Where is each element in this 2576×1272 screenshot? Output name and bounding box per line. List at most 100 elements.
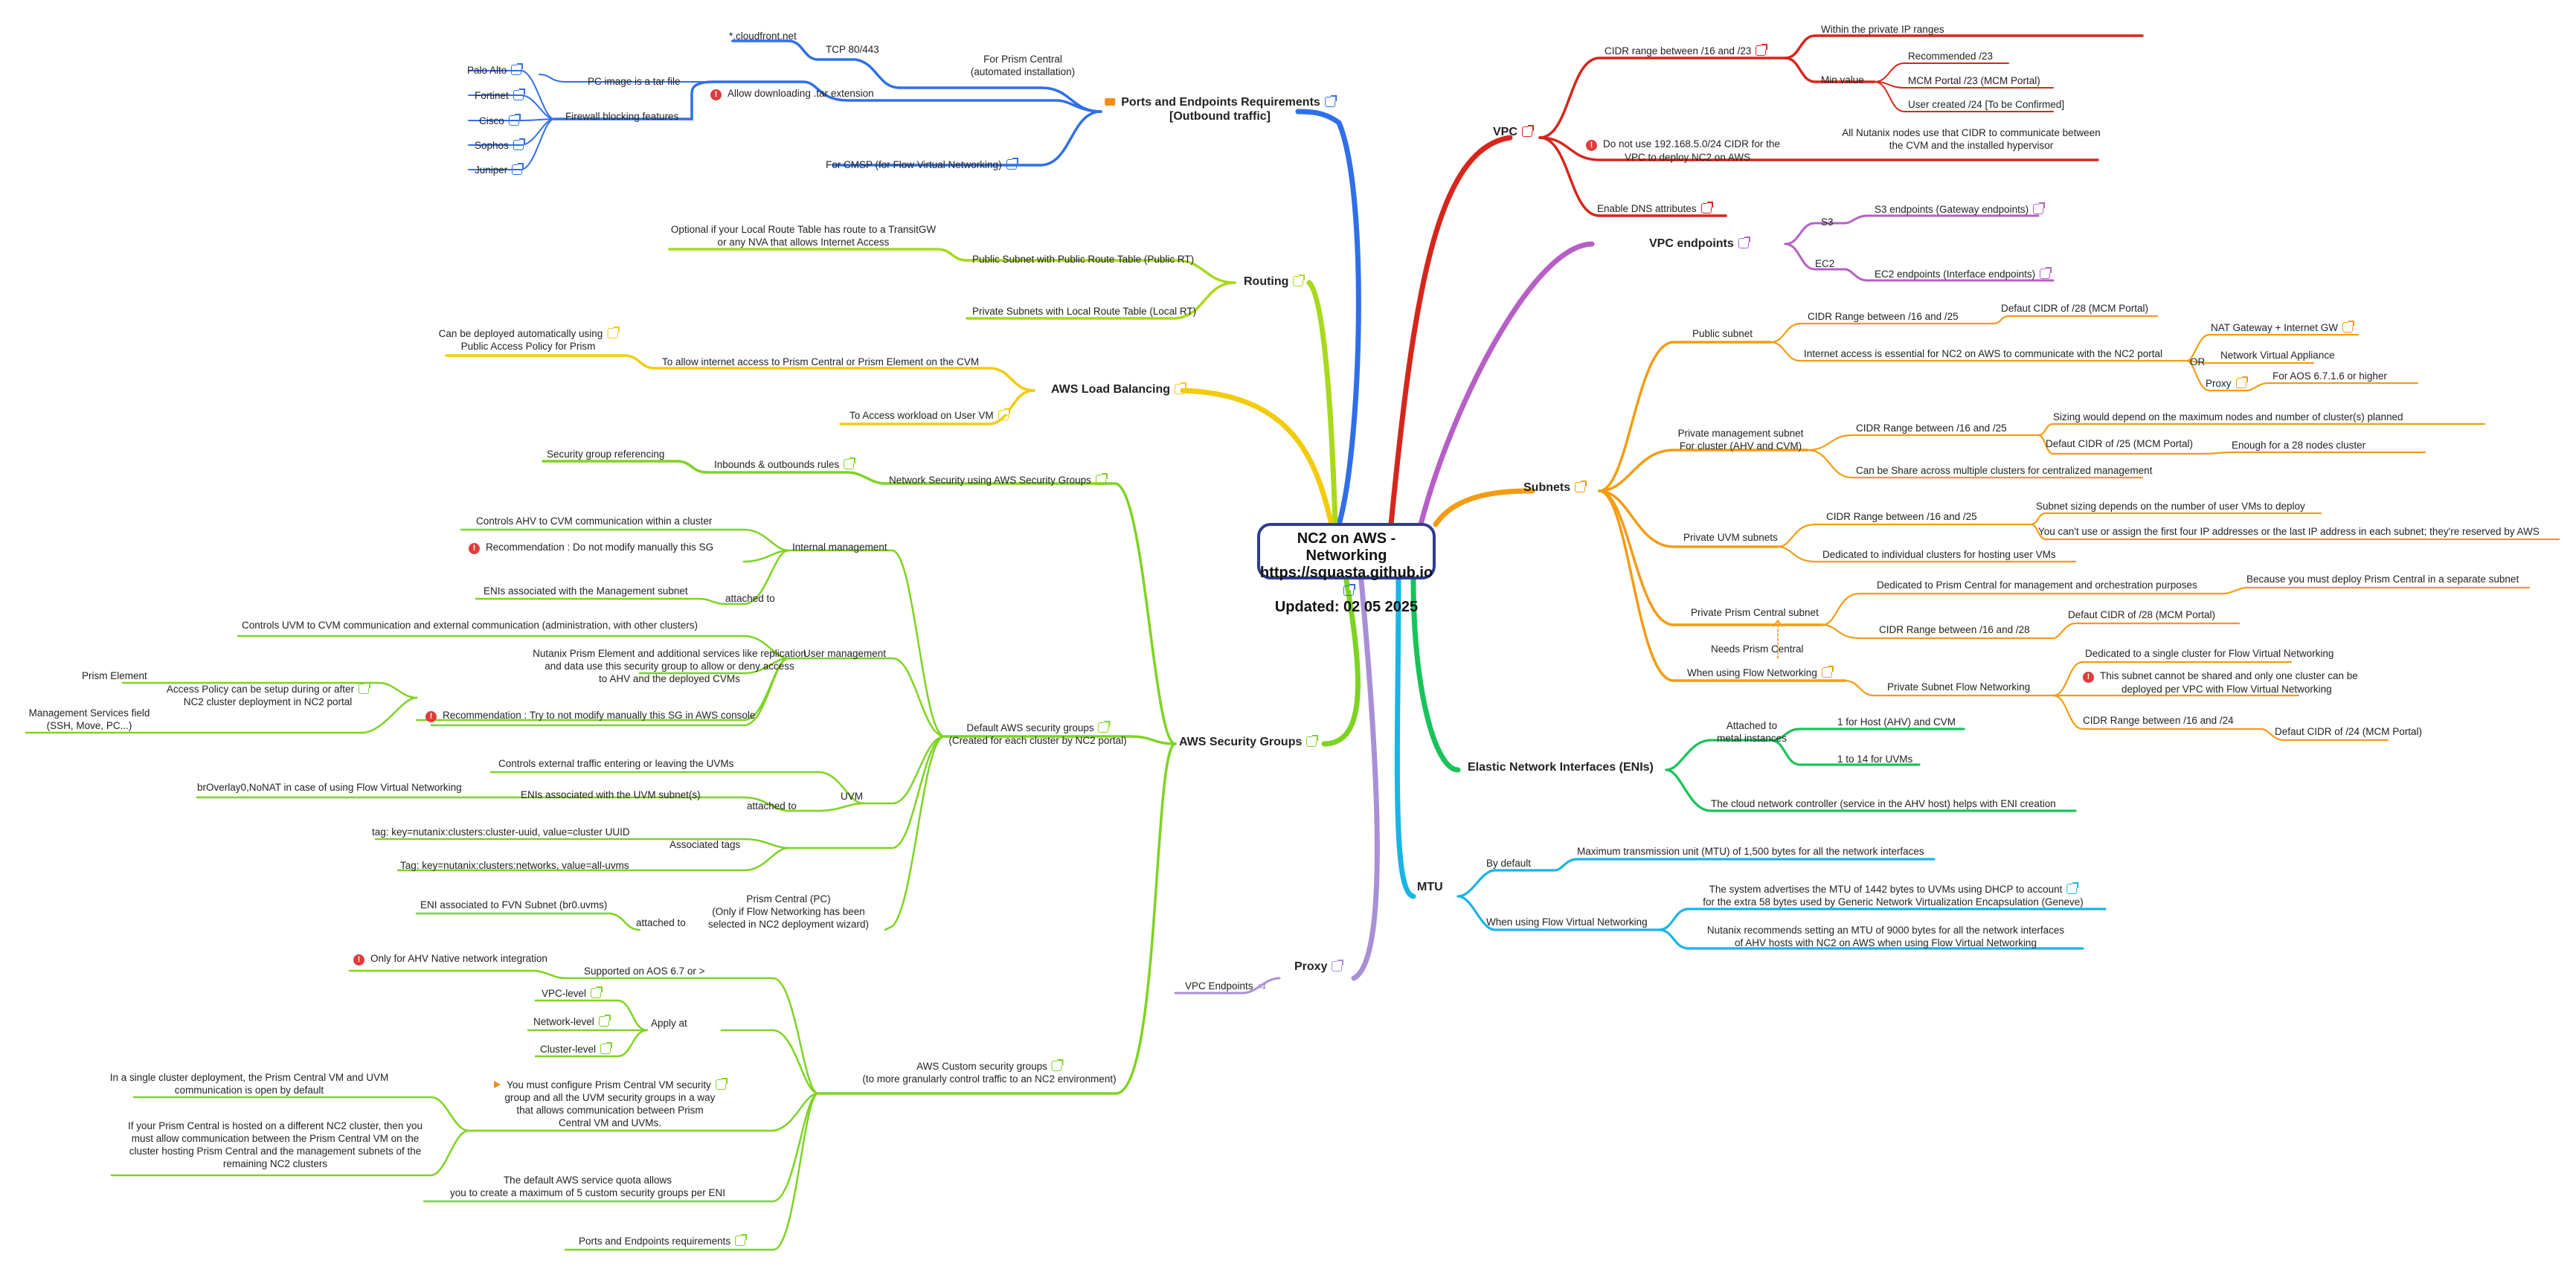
level-cluster[interactable]: Cluster-level bbox=[540, 1042, 613, 1056]
link-icon[interactable] bbox=[998, 408, 1010, 420]
ports-cmsp[interactable]: For CMSP (for Flow Virtual Networking) bbox=[826, 158, 1018, 171]
subnets-flow[interactable]: When using Flow Networking bbox=[1687, 666, 1834, 679]
link-icon[interactable] bbox=[512, 163, 524, 175]
link-icon[interactable] bbox=[2235, 376, 2248, 388]
link-icon[interactable] bbox=[735, 1234, 748, 1246]
vendor-fortinet[interactable]: Fortinet bbox=[475, 89, 525, 102]
link-icon[interactable] bbox=[600, 1042, 613, 1054]
vpc-node[interactable]: VPC bbox=[1493, 125, 1534, 139]
link-icon[interactable] bbox=[1175, 382, 1187, 394]
routing-node[interactable]: Routing bbox=[1244, 274, 1305, 289]
pm-sizing: Sizing would depend on the maximum nodes… bbox=[2053, 411, 2403, 423]
proxy-endpoints[interactable]: VPC Endpoints⇉ bbox=[1185, 980, 1266, 992]
vpce-s3gw[interactable]: S3 endpoints (Gateway endpoints) bbox=[1875, 202, 2046, 216]
vendor-palo-alto[interactable]: Palo Alto bbox=[467, 63, 524, 77]
link-icon[interactable] bbox=[1575, 481, 1587, 492]
sg-user-mgmt: User management bbox=[803, 648, 887, 659]
link-icon[interactable] bbox=[2342, 321, 2354, 333]
link-icon[interactable] bbox=[1521, 125, 1534, 137]
ports-node[interactable]: Ports and Endpoints Requirements[Outboun… bbox=[1105, 95, 1337, 123]
link-icon[interactable] bbox=[1051, 1059, 1064, 1071]
subnets-node[interactable]: Subnets bbox=[1523, 481, 1587, 495]
link-icon[interactable] bbox=[607, 327, 620, 338]
sg-ports[interactable]: Ports and Endpoints requirements bbox=[579, 1234, 748, 1247]
link-icon[interactable] bbox=[844, 457, 856, 469]
ppc-ded: Dedicated to Prism Central for managemen… bbox=[1877, 579, 2197, 591]
uvm-reserved: You can't use or assign the first four I… bbox=[2038, 526, 2540, 537]
sg-access[interactable]: Access Policy can be setup during or aft… bbox=[167, 682, 371, 708]
link-icon[interactable] bbox=[591, 986, 603, 998]
mtu-default: By default bbox=[1486, 858, 1532, 869]
vpc-cidr[interactable]: CIDR range between /16 and /23 bbox=[1605, 44, 1768, 57]
root-updated: Updated: 02 05 2025 bbox=[1274, 599, 1419, 615]
link-icon[interactable] bbox=[359, 682, 371, 694]
level-vpc[interactable]: VPC-level bbox=[542, 986, 603, 1000]
link-icon[interactable] bbox=[1293, 274, 1305, 286]
link-icon[interactable] bbox=[2066, 882, 2079, 894]
uvm-ded: Dedicated to individual clusters for hos… bbox=[1822, 549, 2056, 560]
subnets-ppc: Private Prism Central subnet bbox=[1691, 607, 1819, 618]
link-icon[interactable] bbox=[508, 114, 521, 126]
root-url[interactable]: https://squasta.github.io bbox=[1260, 565, 1433, 599]
uvm-cidr: CIDR Range between /16 and /25 bbox=[1826, 511, 1977, 522]
vpce-node[interactable]: VPC endpoints bbox=[1649, 237, 1750, 251]
link-icon[interactable] bbox=[1738, 237, 1750, 248]
link-icon[interactable] bbox=[2040, 267, 2052, 279]
lb-internet: To allow internet access to Prism Centra… bbox=[662, 356, 980, 367]
link-icon[interactable] bbox=[1756, 44, 1768, 56]
vendor-sophos[interactable]: Sophos bbox=[475, 138, 525, 152]
link-icon[interactable] bbox=[1095, 473, 1108, 485]
link-icon[interactable] bbox=[2033, 202, 2046, 214]
sg-must[interactable]: You must configure Prism Central VM secu… bbox=[494, 1078, 727, 1129]
pub-internet: Internet access is essential for NC2 on … bbox=[1804, 348, 2162, 359]
warning-icon: ! bbox=[353, 954, 364, 966]
level-network[interactable]: Network-level bbox=[533, 1015, 611, 1028]
link-icon[interactable] bbox=[1700, 202, 1713, 213]
pub-nat[interactable]: NAT Gateway + Internet GW bbox=[2211, 321, 2354, 334]
link-icon[interactable] bbox=[1332, 960, 1344, 971]
vpc-dns[interactable]: Enable DNS attributes bbox=[1597, 202, 1713, 215]
link-icon[interactable] bbox=[1006, 158, 1018, 170]
link-icon[interactable] bbox=[1306, 735, 1319, 747]
mtu-adv[interactable]: The system advertises the MTU of 1442 by… bbox=[1703, 882, 2084, 908]
pub-aos: For AOS 6.7.1.6 or higher bbox=[2273, 370, 2387, 382]
routing-public: Public Subnet with Public Route Table (P… bbox=[972, 254, 1195, 265]
eni-uvms: 1 to 14 for UVMs bbox=[1837, 754, 1913, 765]
eni-one: 1 for Host (AHV) and CVM bbox=[1837, 716, 1956, 727]
sg-nsg[interactable]: Network Security using AWS Security Grou… bbox=[889, 473, 1108, 486]
root-node[interactable]: NC2 on AWS - Networking https://squasta.… bbox=[1257, 523, 1436, 615]
link-icon[interactable] bbox=[1821, 666, 1834, 678]
warning-icon: ! bbox=[710, 89, 722, 100]
lb-workload[interactable]: To Access workload on User VM bbox=[849, 408, 1010, 422]
sg-node[interactable]: AWS Security Groups bbox=[1179, 735, 1319, 749]
vpce-ec2if[interactable]: EC2 endpoints (Interface endpoints) bbox=[1875, 267, 2052, 280]
vendor-cisco[interactable]: Cisco bbox=[479, 114, 521, 127]
sg-custom[interactable]: AWS Custom security groups(to more granu… bbox=[862, 1059, 1117, 1085]
link-icon[interactable] bbox=[1343, 584, 1355, 596]
link-icon[interactable] bbox=[513, 89, 525, 100]
lb-node[interactable]: AWS Load Balancing bbox=[1051, 382, 1187, 396]
link-icon[interactable] bbox=[513, 138, 525, 150]
link-icon[interactable] bbox=[598, 1015, 611, 1027]
sg-default[interactable]: Default AWS security groups(Created for … bbox=[948, 721, 1127, 746]
vendor-juniper[interactable]: Juniper bbox=[475, 163, 524, 176]
link-icon[interactable] bbox=[1098, 721, 1111, 733]
ports-allow-tar: !Allow downloading .tar extension bbox=[710, 87, 874, 100]
link-icon[interactable] bbox=[715, 1078, 727, 1090]
sg-inout[interactable]: Inbounds & outbounds rules bbox=[714, 457, 856, 471]
sg-ahv-cvm: Controls AHV to CVM communication within… bbox=[476, 515, 713, 527]
psfn-warn: !This subnet cannot be shared and only o… bbox=[2083, 669, 2358, 696]
link-icon[interactable] bbox=[511, 63, 524, 75]
link-icon[interactable] bbox=[1324, 95, 1337, 107]
routing-private: Private Subnets with Local Route Table (… bbox=[972, 306, 1197, 317]
pub-proxy[interactable]: Proxy bbox=[2206, 376, 2248, 390]
arrow-icon[interactable]: ⇉ bbox=[1257, 980, 1266, 992]
mtu-node: MTU bbox=[1417, 881, 1443, 893]
pub-nva: Network Virtual Appliance bbox=[2220, 350, 2335, 361]
sg-single: In a single cluster deployment, the Pris… bbox=[109, 1072, 389, 1096]
sg-reco2: !Recommendation : Try to not modify manu… bbox=[425, 709, 755, 722]
sg-supported: Supported on AOS 6.7 or > bbox=[584, 966, 705, 977]
proxy-node[interactable]: Proxy bbox=[1294, 960, 1344, 974]
